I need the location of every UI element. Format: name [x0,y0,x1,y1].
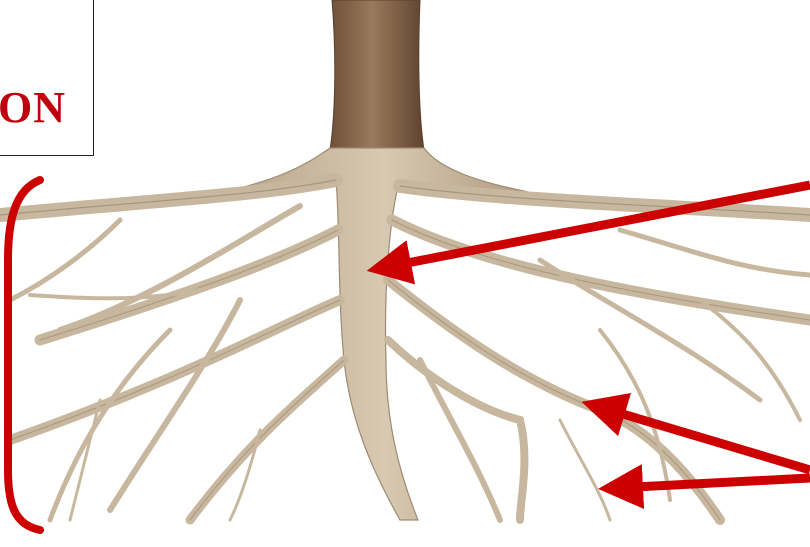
lateral-roots-left [0,180,344,520]
label-text: ON [0,86,66,130]
label-box [0,0,94,156]
lateral-root-arrow-lower [634,478,810,487]
tree-trunk [330,0,424,165]
lateral-roots-right [388,186,810,520]
taproot [240,148,528,520]
red-bracket [8,180,40,530]
